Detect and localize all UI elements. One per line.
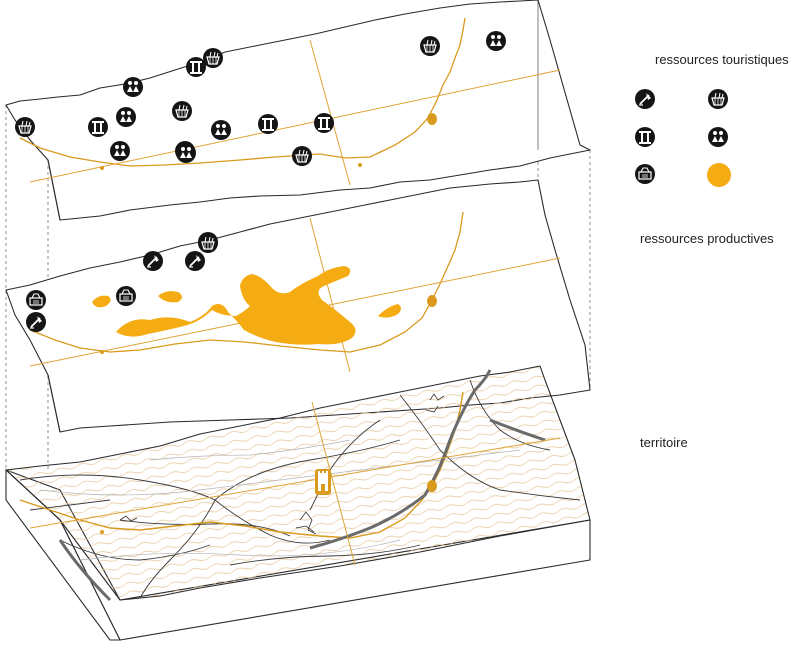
basket-icon [291, 145, 313, 167]
legend-title-productive: ressources productives [640, 231, 774, 246]
couple-icon [211, 120, 231, 140]
territory-surface [5, 365, 591, 601]
couple-icon [708, 127, 728, 147]
hoe-icon [184, 250, 206, 272]
couple-icon [486, 31, 506, 51]
landmark-icon [314, 113, 334, 133]
tourism-layer [5, 0, 591, 221]
hoe-icon [634, 88, 656, 110]
legend [634, 88, 731, 187]
hoe-icon [25, 311, 47, 333]
wine-press-icon [634, 163, 656, 185]
settlement-clusters [119, 393, 445, 535]
landmark-icon [88, 117, 108, 137]
hoe-icon [142, 250, 164, 272]
couple-icon [110, 141, 130, 161]
productive-area-icon [707, 163, 731, 187]
basket-icon [197, 232, 219, 254]
legend-title-tourism: ressources touristiques [655, 52, 789, 67]
legend-title-territory: territoire [640, 435, 688, 450]
village-mark [427, 113, 437, 125]
productive-layer [5, 179, 591, 433]
basket-icon [419, 35, 441, 57]
couple-icon [176, 143, 196, 163]
basket-icon [171, 100, 193, 122]
wine-press-icon [115, 285, 137, 307]
landmark-icon [258, 114, 278, 134]
tower-icon [315, 469, 331, 495]
main-road [58, 369, 492, 602]
wine-press-icon [25, 289, 47, 311]
productive-river [29, 211, 464, 353]
landmark-icon [186, 57, 206, 77]
couple-icon [123, 77, 143, 97]
basket-icon [14, 116, 36, 138]
landmark-icon [635, 127, 655, 147]
couple-icon [116, 107, 136, 127]
basket-icon [202, 47, 224, 69]
territory-layer [5, 365, 591, 641]
productive-areas [92, 266, 401, 345]
basket-icon [707, 88, 729, 110]
